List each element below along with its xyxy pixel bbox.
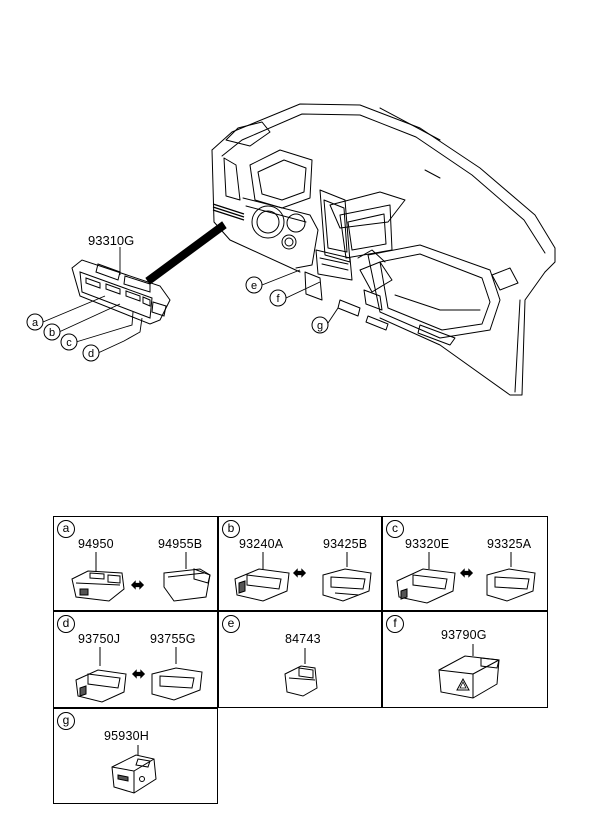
double-headed-arrow-icon: ⬌ — [131, 577, 145, 594]
callout-c-label: c — [66, 337, 72, 349]
cell-f: f 93790G — [382, 611, 548, 708]
part-drawings — [284, 648, 318, 697]
part-number: 93790G — [441, 628, 487, 642]
location-pointer — [145, 221, 227, 285]
callout-e-label: e — [251, 280, 257, 292]
cell-label: f — [386, 615, 404, 633]
part-drawings — [438, 644, 500, 699]
callout-f — [269, 289, 287, 307]
callout-f-label: f — [276, 293, 280, 305]
part-number: 94950 — [78, 537, 114, 551]
part-drawings — [396, 552, 536, 604]
part-number: 93755G — [150, 632, 196, 646]
callout-g — [311, 316, 329, 334]
cell-label: g — [57, 712, 75, 730]
callout-g-label: g — [317, 320, 323, 332]
cell-e: e 84743 — [218, 611, 382, 708]
callout-d-label: d — [88, 348, 94, 360]
cell-c: c 93320E 93325A ⬌ — [382, 516, 548, 611]
part-drawings — [75, 647, 203, 703]
cell-label: e — [222, 615, 240, 633]
part-number: 93240A — [239, 537, 284, 551]
callout-d — [82, 344, 100, 362]
callout-c — [60, 333, 78, 351]
double-headed-arrow-icon: ⬌ — [132, 666, 146, 683]
main-part-number: 93310G — [88, 233, 134, 248]
callout-b — [43, 323, 61, 341]
cell-label: a — [57, 520, 75, 538]
part-number: 93320E — [405, 537, 450, 551]
hazard-triangle-icon — [456, 677, 470, 691]
part-drawings — [71, 552, 211, 602]
switch-cluster-93310G — [71, 259, 171, 325]
part-drawings — [234, 552, 372, 602]
cell-b: b 93240A 93425B ⬌ — [218, 516, 382, 611]
cell-g: g 95930H — [53, 708, 218, 804]
cell-label: c — [386, 520, 404, 538]
part-number: 93750J — [78, 632, 121, 646]
part-number: 84743 — [285, 632, 321, 646]
double-headed-arrow-icon: ⬌ — [293, 565, 307, 582]
part-number: 94955B — [158, 537, 203, 551]
double-headed-arrow-icon: ⬌ — [460, 565, 474, 582]
dashboard-illustration: a b c d e f g 93310G — [26, 103, 556, 396]
cell-a: a 94950 94955B ⬌ — [53, 516, 218, 611]
location-hatch — [212, 203, 245, 221]
cell-d: d 93750J 93755G ⬌ — [53, 611, 218, 708]
cell-label: d — [57, 615, 75, 633]
dashboard-overview-diagram: a b c d e f g 93310G — [26, 103, 556, 396]
callout-e — [245, 276, 263, 294]
part-drawings — [111, 745, 157, 794]
callout-b-label: b — [49, 327, 55, 339]
callout-a-label: a — [32, 317, 39, 329]
part-number: 95930H — [104, 729, 149, 743]
callout-a — [26, 313, 44, 331]
cell-label: b — [222, 520, 240, 538]
part-number: 93425B — [323, 537, 368, 551]
part-number: 93325A — [487, 537, 532, 551]
